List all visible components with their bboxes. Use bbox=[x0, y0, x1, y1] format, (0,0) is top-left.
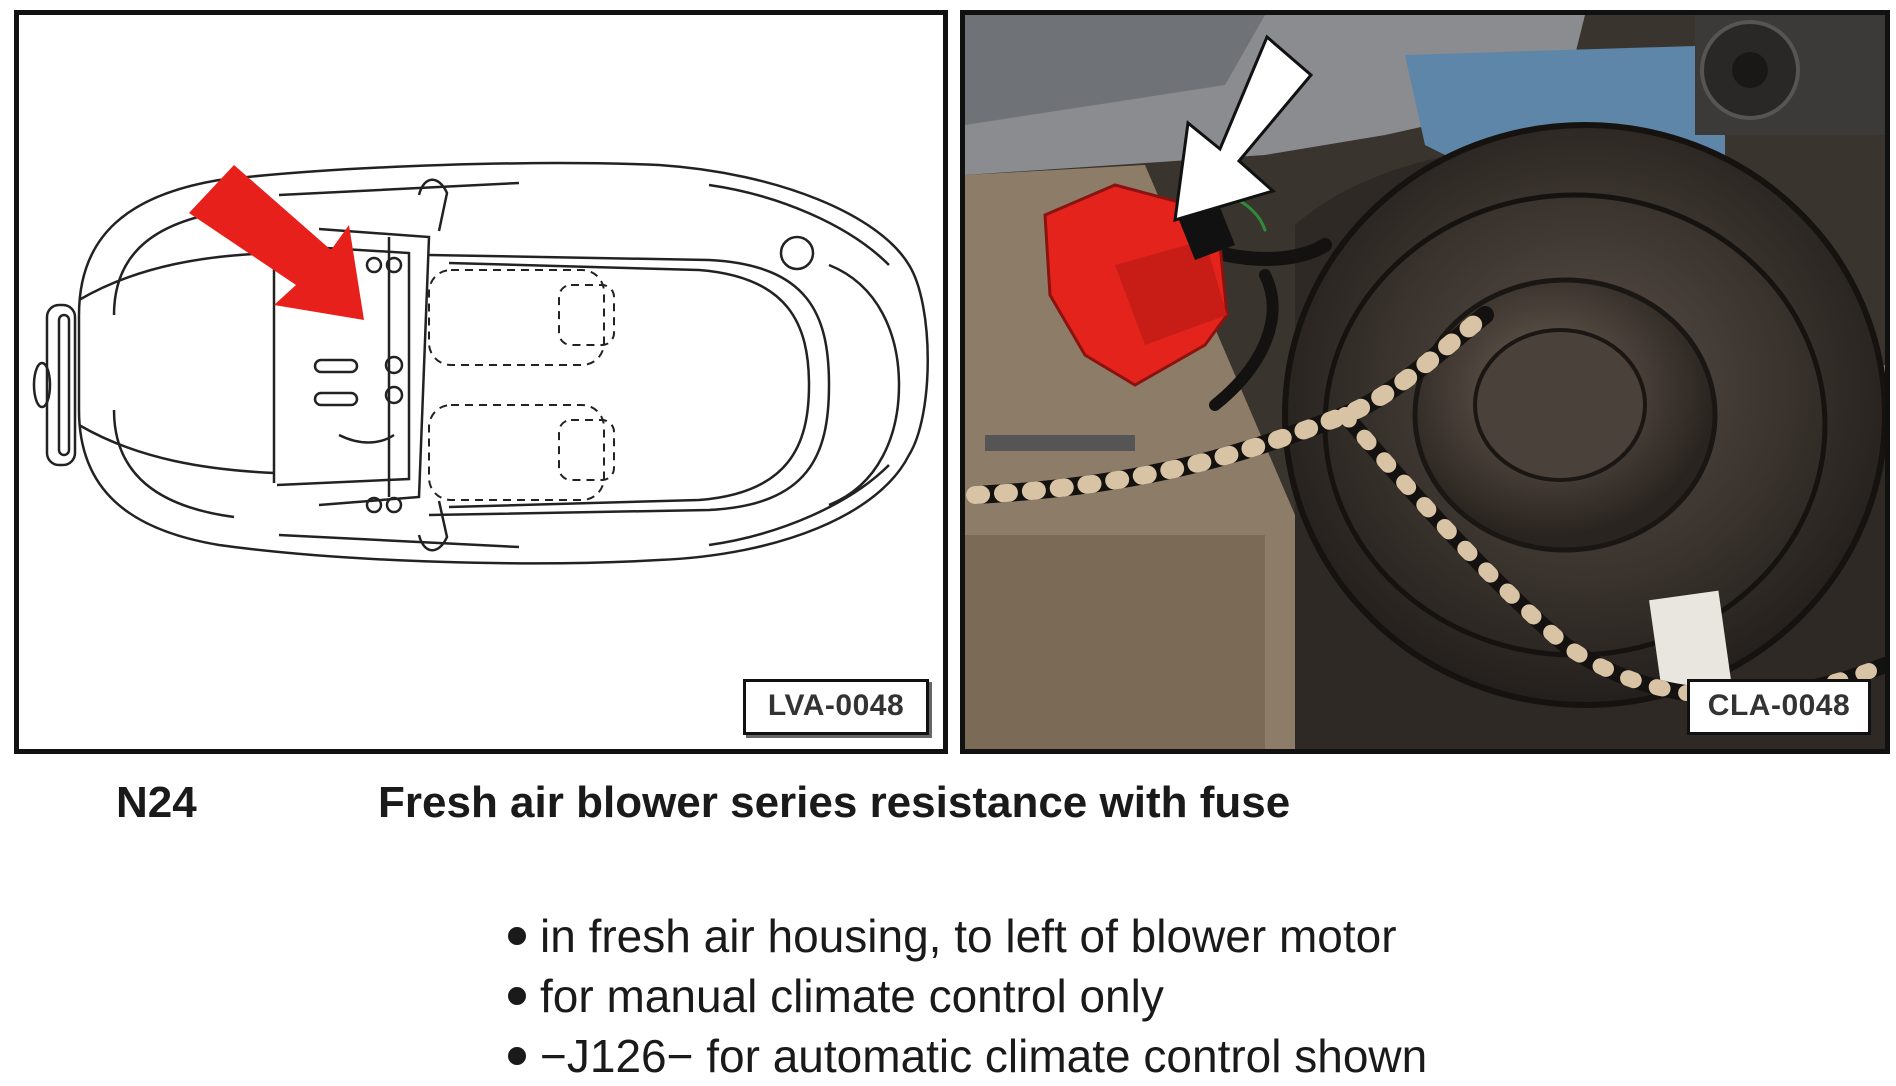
location-arrow bbox=[1173, 34, 1314, 223]
location-arrow bbox=[189, 165, 364, 320]
location-photo: CLA-0048 bbox=[960, 10, 1890, 754]
note-item: in fresh air housing, to left of blower … bbox=[508, 906, 1427, 966]
bullet-icon bbox=[508, 1047, 526, 1065]
component-code: N24 bbox=[116, 778, 197, 827]
location-diagram: LVA-0048 bbox=[14, 10, 948, 754]
photo-reference-label: CLA-0048 bbox=[1687, 679, 1871, 735]
bullet-icon bbox=[508, 927, 526, 945]
note-text: in fresh air housing, to left of blower … bbox=[540, 910, 1397, 962]
location-notes: in fresh air housing, to left of blower … bbox=[508, 906, 1427, 1086]
note-item: for manual climate control only bbox=[508, 966, 1427, 1026]
blower-housing-photo bbox=[965, 15, 1885, 749]
note-text: −J126− for automatic climate control sho… bbox=[540, 1030, 1428, 1082]
component-title: Fresh air blower series resistance with … bbox=[378, 778, 1291, 827]
note-item: −J126− for automatic climate control sho… bbox=[508, 1026, 1427, 1086]
note-text: for manual climate control only bbox=[540, 970, 1164, 1022]
car-top-view-drawing bbox=[32, 161, 929, 565]
bullet-icon bbox=[508, 987, 526, 1005]
diagram-reference-label: LVA-0048 bbox=[743, 679, 929, 735]
